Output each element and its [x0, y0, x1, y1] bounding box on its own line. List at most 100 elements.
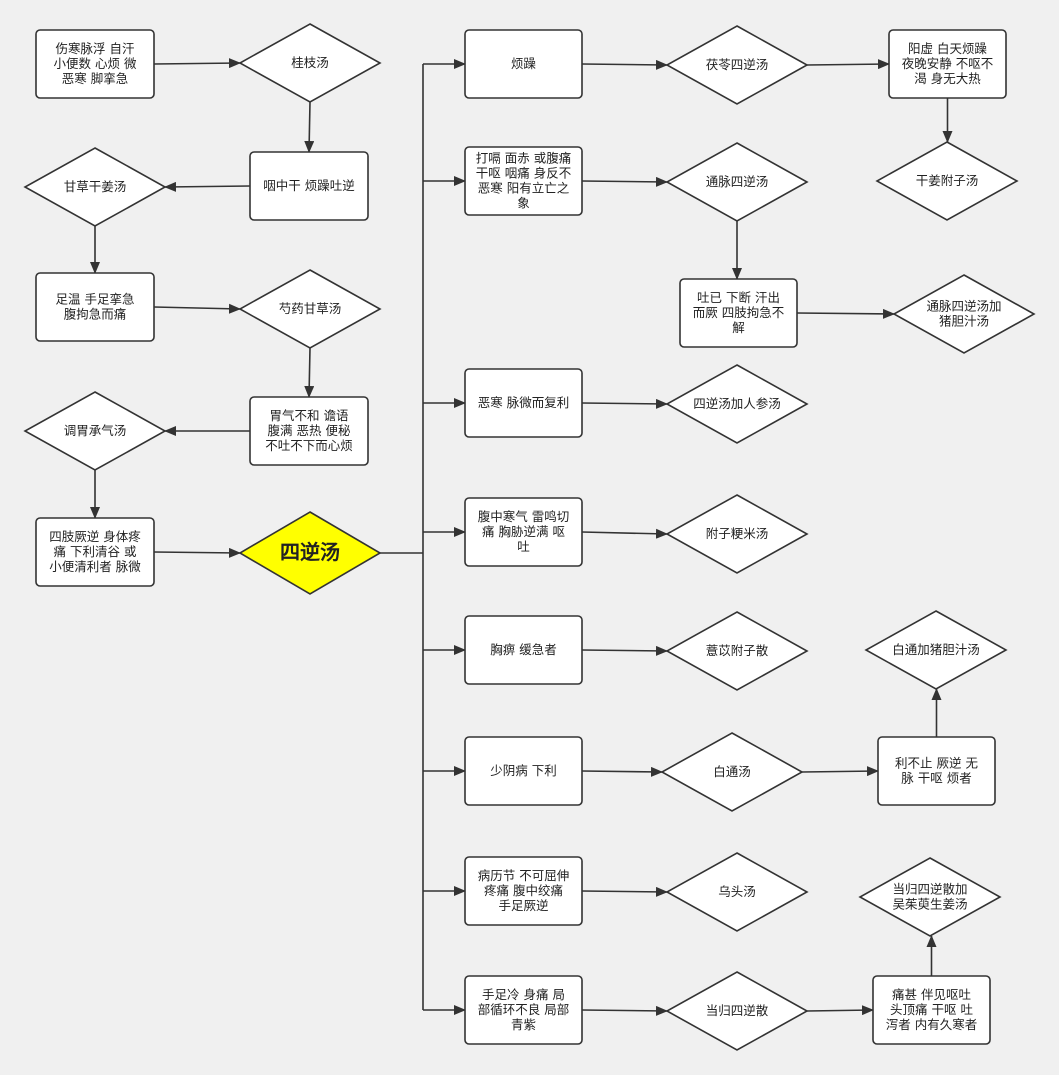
node-label-line: 打嗝 面赤 或腹痛 — [476, 150, 571, 165]
node-label-line: 干姜附子汤 — [916, 173, 979, 188]
arrow-connector — [581, 398, 668, 409]
node-label-line: 伤寒脉浮 自汗 — [56, 41, 135, 56]
node-label-line: 阳虚 白天烦躁 — [908, 41, 987, 56]
node-label-line: 胸痹 缓急者 — [490, 642, 556, 657]
node-label-line: 青紫 — [511, 1017, 536, 1032]
diamond-shape — [892, 274, 1036, 354]
node-label-line: 不吐不下而心烦 — [265, 438, 353, 453]
arrow-connector — [164, 181, 251, 192]
symptom-node: 少阴病 下利 — [464, 736, 583, 806]
diamond-shape — [665, 852, 809, 932]
node-label-line: 恶寒 脉微而复利 — [478, 395, 569, 410]
formula-node: 白通汤 — [660, 732, 804, 812]
box-shape — [464, 975, 583, 1045]
diamond-shape — [238, 269, 382, 349]
node-label-line: 病历节 不可屈伸 — [478, 868, 569, 883]
node-label-line: 猪胆汁汤 — [939, 313, 989, 328]
node-label-line: 调胃承气汤 — [64, 423, 127, 438]
node-label-line: 痛 胸胁逆满 呕 — [482, 524, 565, 539]
node-label-line: 茯苓四逆汤 — [706, 57, 769, 72]
diamond-shape — [23, 147, 167, 227]
symptom-node: 恶寒 脉微而复利 — [464, 368, 583, 438]
node-label-line: 恶寒 阳有立亡之 — [478, 180, 570, 195]
node-label-line: 恶寒 脚挛急 — [62, 71, 128, 86]
diamond-shape — [665, 611, 809, 691]
arrow-connector — [581, 59, 668, 70]
formula-node: 当归四逆散 — [665, 971, 809, 1051]
node-label-line: 小便清利者 脉微 — [49, 559, 141, 574]
formula-node: 干姜附子汤 — [875, 141, 1019, 221]
arrow-connector — [581, 176, 668, 187]
node-label-line: 少阴病 下利 — [490, 763, 556, 778]
box-shape — [464, 368, 583, 438]
box-shape — [464, 856, 583, 926]
node-label-line: 腹拘急而痛 — [64, 306, 127, 321]
arrow-connector — [153, 58, 241, 69]
node-label-line: 乌头汤 — [718, 884, 756, 899]
node-label-line: 干呕 咽痛 身反不 — [476, 165, 571, 180]
node-label-line: 当归四逆散加 — [892, 881, 967, 896]
node-label-line: 四逆汤加人参汤 — [693, 396, 781, 411]
node-label-line: 疼痛 腹中绞痛 — [484, 883, 563, 898]
arrow-connector — [806, 59, 890, 70]
formula-node: 薏苡附子散 — [665, 611, 809, 691]
node-label-line: 痛甚 伴见呕吐 — [892, 987, 971, 1002]
formula-node: 附子粳米汤 — [665, 494, 809, 574]
main-diamond — [238, 511, 382, 595]
node-label-line: 桂枝汤 — [291, 55, 329, 70]
diamond-shape — [875, 141, 1019, 221]
formula-node: 茯苓四逆汤 — [665, 25, 809, 105]
arrow-connector — [153, 303, 241, 314]
diamond-shape — [665, 142, 809, 222]
node-label-line: 烦躁 — [511, 56, 537, 71]
node-label-line: 白通汤 — [713, 764, 751, 779]
symptom-node: 利不止 厥逆 无脉 干呕 烦者 — [877, 736, 996, 806]
diamond-shape — [665, 494, 809, 574]
symptom-node: 胸痹 缓急者 — [464, 615, 583, 685]
box-shape — [464, 736, 583, 806]
diamond-shape — [660, 732, 804, 812]
main-formula-node: 四逆汤 — [238, 511, 382, 595]
node-label-line: 渴 身无大热 — [914, 71, 981, 86]
box-shape — [464, 615, 583, 685]
node-label-line: 白通加猪胆汁汤 — [892, 642, 980, 657]
diamond-shape — [864, 610, 1008, 690]
formula-node: 白通加猪胆汁汤 — [864, 610, 1008, 690]
box-shape — [872, 975, 991, 1045]
box-shape — [464, 29, 583, 99]
node-label-line: 夜晚安静 不呕不 — [902, 56, 993, 71]
box-shape — [464, 497, 583, 567]
arrow-connector — [581, 528, 668, 539]
diamond-shape — [665, 364, 809, 444]
arrow-connector — [304, 347, 315, 398]
arrow-connector — [581, 645, 668, 656]
diamond-shape — [665, 25, 809, 105]
formula-node: 四逆汤加人参汤 — [665, 364, 809, 444]
symptom-node: 烦躁 — [464, 29, 583, 99]
node-label-line: 薏苡附子散 — [706, 643, 769, 658]
arrow-connector — [581, 766, 663, 777]
node-label-line: 腹满 恶热 便秘 — [268, 423, 351, 438]
arrow-connector — [796, 308, 895, 319]
connectors — [90, 58, 953, 1016]
box-shape — [877, 736, 996, 806]
box-shape — [35, 29, 155, 99]
node-label-line: 解 — [732, 320, 745, 335]
node-label-line: 部循环不良 局部 — [478, 1002, 569, 1017]
node-label-line: 而厥 四肢拘急不 — [693, 305, 784, 320]
formula-node: 通脉四逆汤 — [665, 142, 809, 222]
node-label-line: 附子粳米汤 — [706, 526, 769, 541]
formula-node: 乌头汤 — [665, 852, 809, 932]
diamond-shape — [23, 391, 167, 471]
node-label-line: 象 — [517, 195, 530, 210]
